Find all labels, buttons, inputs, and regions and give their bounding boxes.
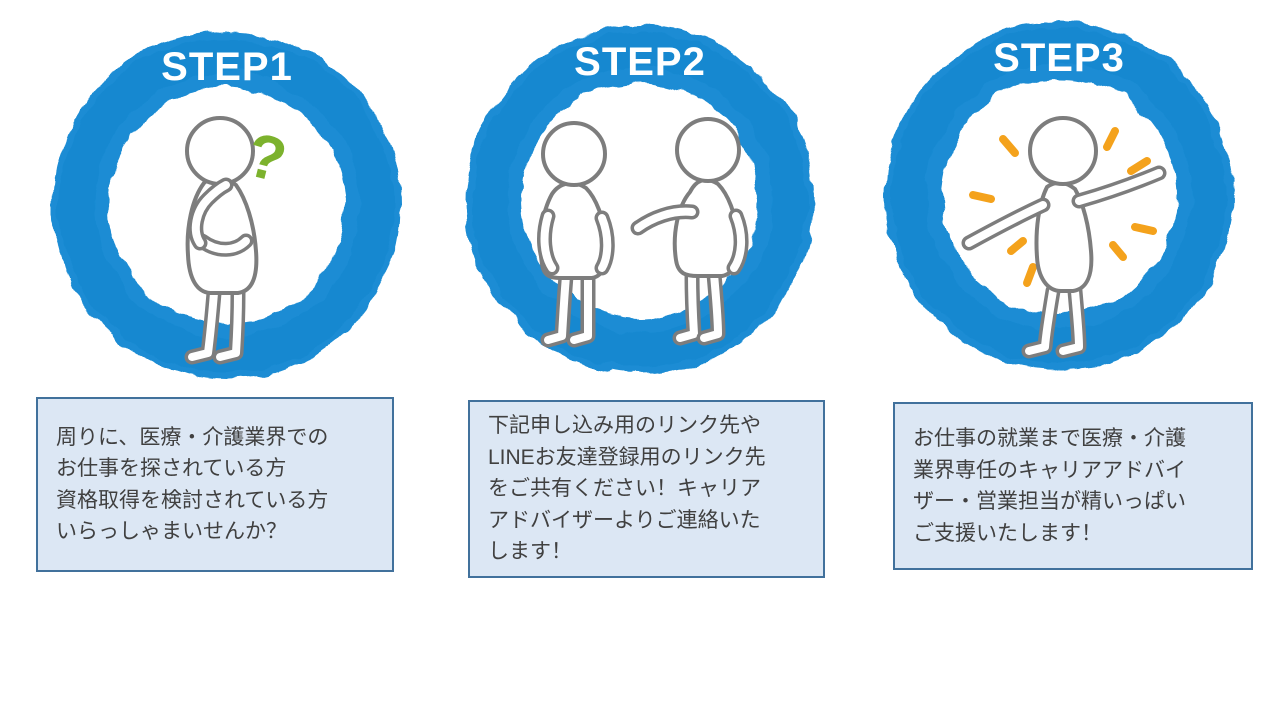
step2-title: STEP2 xyxy=(574,40,706,84)
step1-circle: STEP1 ? xyxy=(47,25,407,385)
step1-description-box: 周りに、医療・介護業界での お仕事を探されている方 資格取得を検討されている方 … xyxy=(36,397,394,572)
step2-description-box: 下記申し込み用のリンク先や LINEお友達登録用のリンク先 をご共有ください！キ… xyxy=(468,400,825,578)
step1-title: STEP1 xyxy=(161,45,293,89)
step3-description: お仕事の就業まで医療・介護 業界専任のキャリアアドバイ ザー・営業担当が精いっぱ… xyxy=(913,427,1186,545)
step2-description: 下記申し込み用のリンク先や LINEお友達登録用のリンク先 をご共有ください！キ… xyxy=(488,414,766,564)
step2-circle: STEP2 xyxy=(460,20,820,380)
step1-description: 周りに、医療・介護業界での お仕事を探されている方 資格取得を検討されている方 … xyxy=(56,425,329,544)
sparkle-rays-icon xyxy=(969,127,1157,287)
step3-title: STEP3 xyxy=(993,36,1125,80)
step3-description-box: お仕事の就業まで医療・介護 業界専任のキャリアアドバイ ザー・営業担当が精いっぱ… xyxy=(893,402,1253,570)
person-arms-open-icon xyxy=(961,116,1167,359)
thinking-person-icon: ? xyxy=(184,116,293,365)
step2-ring-icon xyxy=(466,26,814,374)
two-people-talking-icon xyxy=(537,117,749,348)
step3-circle: STEP3 xyxy=(879,16,1239,376)
